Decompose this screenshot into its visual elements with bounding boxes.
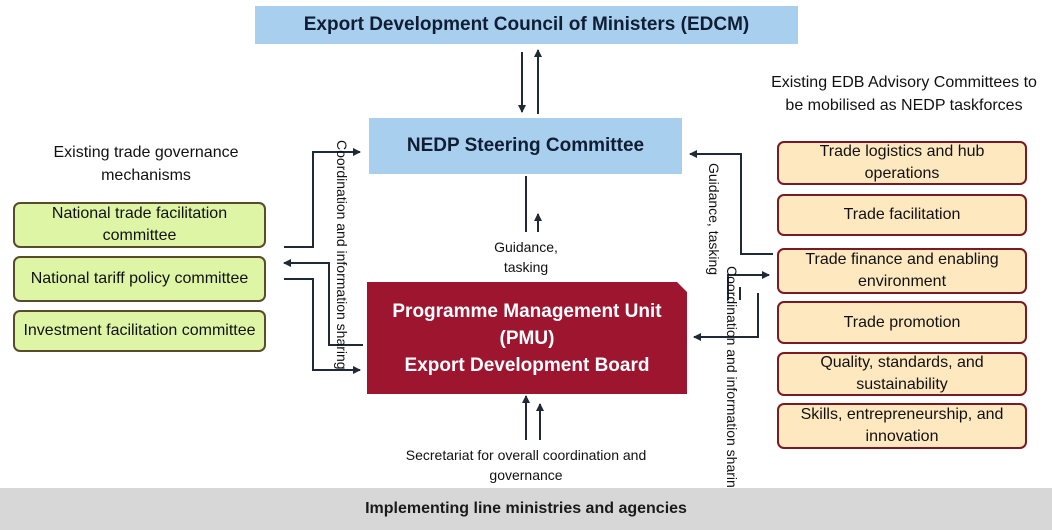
left-box-investment-facilitation: Investment facilitation committee bbox=[13, 310, 266, 352]
label-guidance-center: Guidance, tasking bbox=[494, 239, 558, 275]
arrow-left-to-pmu bbox=[284, 278, 361, 374]
pmu-line-3: Export Development Board bbox=[404, 354, 650, 376]
label-guidance-right: Guidance, tasking bbox=[706, 162, 722, 276]
pmu-box: Programme Management Unit (PMU) Export D… bbox=[367, 282, 687, 394]
right-box-skills-innovation: Skills, entrepreneurship, and innovation bbox=[777, 403, 1027, 449]
label-coordination-left: Coordination and information sharing bbox=[334, 140, 350, 370]
right-box-trade-facilitation: Trade facilitation bbox=[777, 194, 1027, 236]
left-box-tariff-policy: National tariff policy committee bbox=[13, 256, 266, 302]
arrow-right-to-pmu bbox=[693, 293, 759, 341]
footer-band: Implementing line ministries and agencie… bbox=[0, 488, 1052, 530]
pmu-line-1: Programme Management Unit bbox=[392, 300, 662, 322]
right-box-trade-finance: Trade finance and enabling environment bbox=[777, 248, 1027, 294]
right-box-trade-promotion: Trade promotion bbox=[777, 301, 1027, 344]
right-heading: Existing EDB Advisory Committees to be m… bbox=[771, 74, 1037, 114]
left-box-trade-facilitation: National trade facilitation committee bbox=[13, 202, 266, 248]
arrow-right-to-steering bbox=[689, 150, 773, 255]
pmu-line-2: (PMU) bbox=[499, 327, 555, 349]
arrow-left-to-steering bbox=[284, 148, 361, 248]
right-box-trade-logistics: Trade logistics and hub operations bbox=[777, 141, 1027, 185]
label-coordination-right: Coordination and information sharing bbox=[724, 266, 740, 496]
right-box-quality-standards: Quality, standards, and sustainability bbox=[777, 352, 1027, 396]
label-secretariat: Secretariat for overall coordination and… bbox=[405, 447, 647, 483]
arrow-pmu-to-left bbox=[283, 259, 363, 346]
steering-committee-box: NEDP Steering Committee bbox=[369, 118, 682, 174]
edcm-box: Export Development Council of Ministers … bbox=[255, 6, 798, 44]
left-heading: Existing trade governance mechanisms bbox=[53, 144, 239, 184]
arrow-pmu-to-right bbox=[727, 271, 770, 300]
